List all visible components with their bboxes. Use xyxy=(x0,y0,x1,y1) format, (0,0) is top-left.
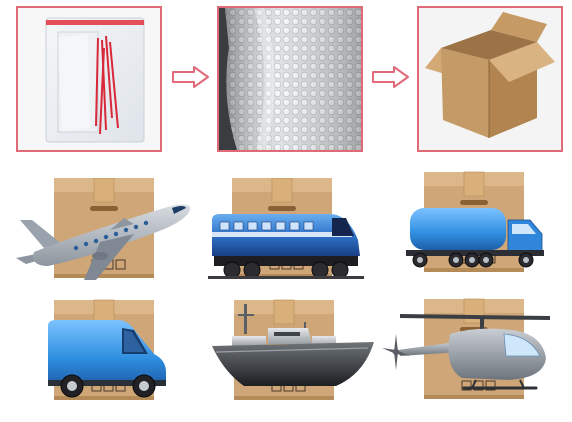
packaging-step-box xyxy=(417,6,563,152)
shipping-method-truck xyxy=(404,170,550,288)
packaging-step-bag xyxy=(16,6,162,152)
train-icon xyxy=(208,214,364,279)
outline-arrow-right-icon xyxy=(172,66,209,88)
van-icon xyxy=(48,320,166,398)
ship-icon xyxy=(212,304,374,386)
zip-lock-bag-icon xyxy=(18,8,160,150)
shipping-method-air xyxy=(14,172,198,290)
shipping-method-helicopter xyxy=(380,294,568,410)
step-arrow-2 xyxy=(372,66,410,88)
step-arrow-1 xyxy=(172,66,210,88)
shipping-method-sea xyxy=(208,296,378,408)
shipping-method-rail xyxy=(208,172,364,290)
cardboard-box-icon xyxy=(419,8,561,150)
packaging-step-bubble-wrap xyxy=(217,6,363,152)
helicopter-icon xyxy=(382,314,550,390)
outline-arrow-right-icon xyxy=(372,66,409,88)
shipping-method-van xyxy=(44,296,174,408)
truck-icon xyxy=(406,208,544,268)
bubble-wrap-icon xyxy=(219,8,361,150)
airplane-icon xyxy=(16,204,191,280)
